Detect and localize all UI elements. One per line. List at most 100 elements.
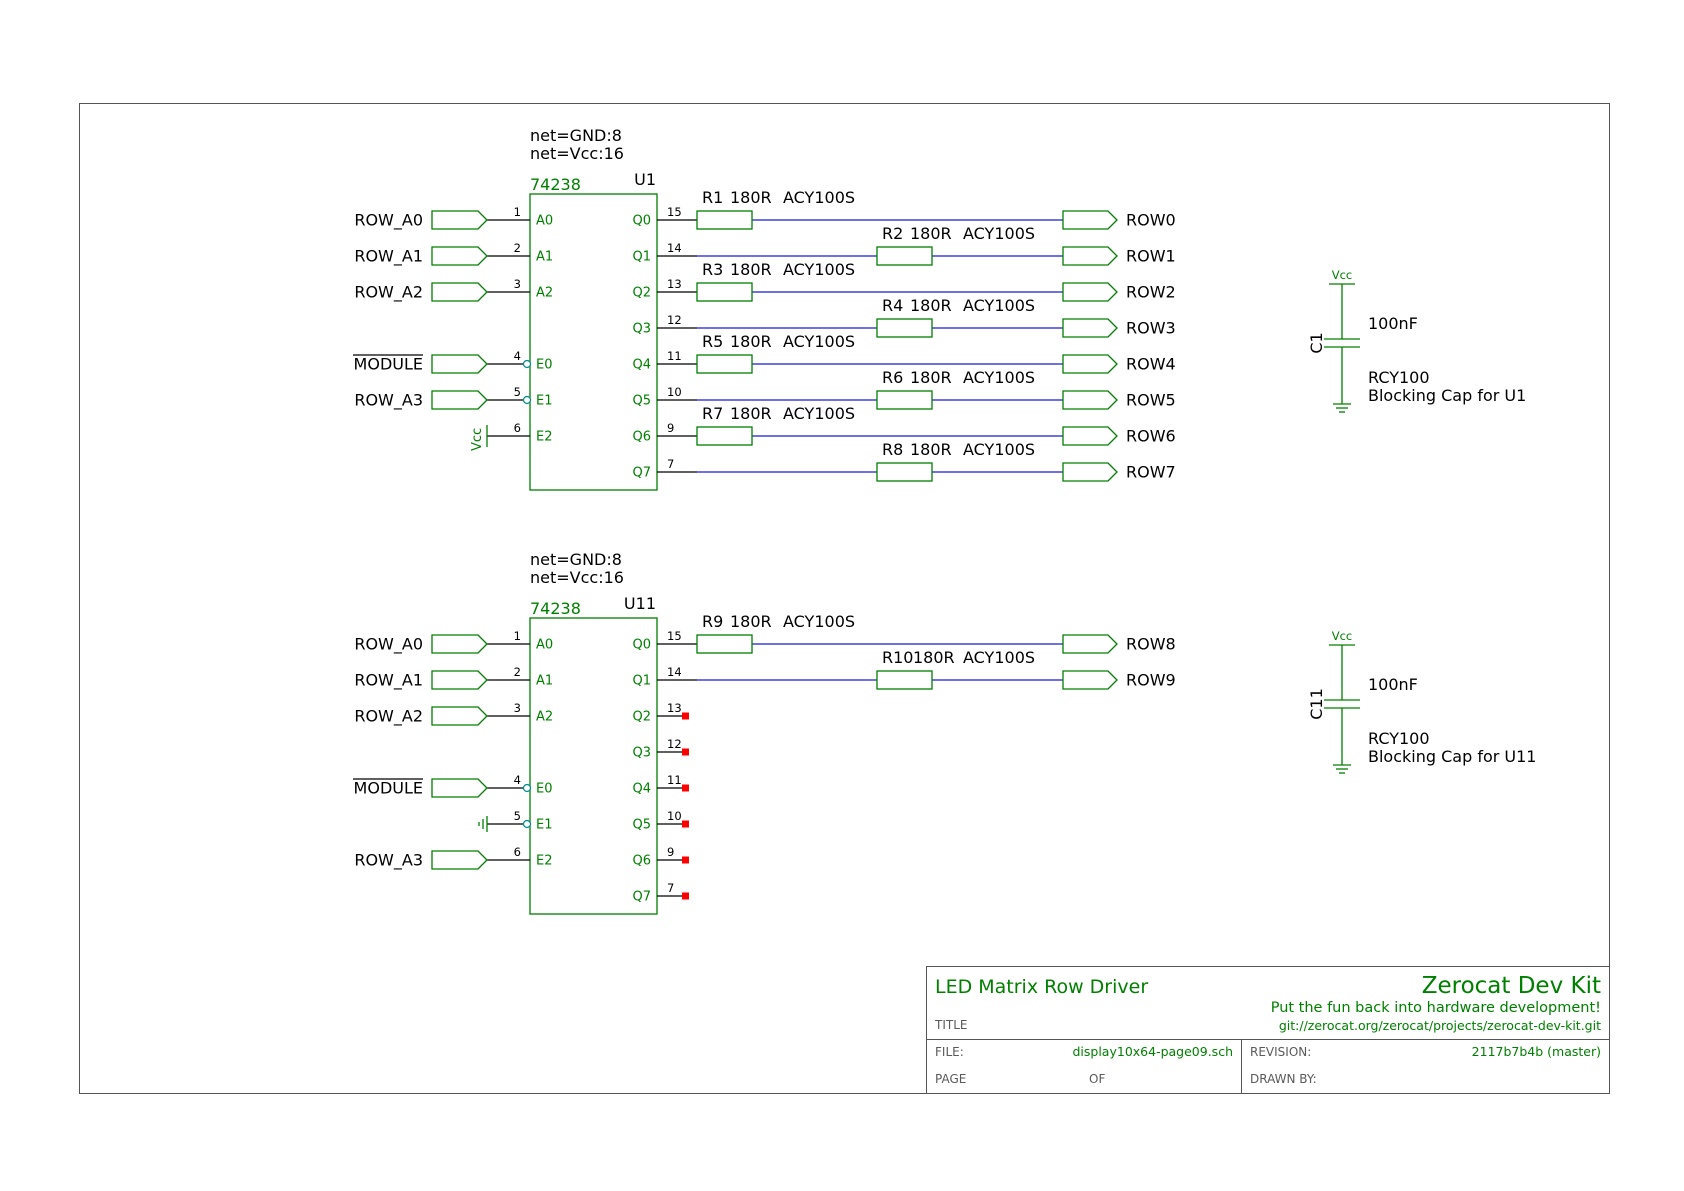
capacitor-package: RCY100 xyxy=(1368,368,1430,387)
u1-input-label: ROW_A3 xyxy=(354,391,423,411)
output-label-shape xyxy=(1062,462,1118,482)
u11-reference: U11 xyxy=(624,594,656,613)
resistor-value: 180R xyxy=(730,332,772,351)
u11-input-pin-name: A1 xyxy=(536,674,553,689)
resistor-r8 xyxy=(876,462,933,482)
output-label-shape xyxy=(1062,354,1118,374)
u1-output-pin-name: Q2 xyxy=(632,286,651,301)
u1-input-pin-number: 3 xyxy=(514,277,521,291)
u11-input-label: ROW_A2 xyxy=(354,707,423,727)
u1-input-pin-name: E0 xyxy=(536,358,553,373)
u1-output-pin-name: Q5 xyxy=(632,394,651,409)
resistor-package: ACY100S xyxy=(963,224,1035,243)
unconnected-pin-marker xyxy=(682,784,689,792)
u1-output-pin-name: Q4 xyxy=(632,358,651,373)
u1-output-pin-number: 12 xyxy=(667,313,682,327)
vcc-power-label: Vcc xyxy=(1332,268,1353,282)
title-block: LED Matrix Row Driver TITLE Zerocat Dev … xyxy=(926,966,1610,1094)
title-block-drawn-by-label: DRAWN BY: xyxy=(1250,1072,1317,1086)
title-block-file: display10x64-page09.sch xyxy=(1072,1044,1233,1059)
u1-part-value: 74238 xyxy=(530,175,581,194)
u11-net-note: net=GND:8 xyxy=(530,550,622,569)
u1-inversion-bubble xyxy=(522,395,532,405)
output-label-shape xyxy=(1062,426,1118,446)
title-block-title: LED Matrix Row Driver xyxy=(935,976,1148,998)
u1-output-pin-name: Q7 xyxy=(632,466,651,481)
u11-input-pin-number: 4 xyxy=(514,773,521,787)
output-label-shape xyxy=(1062,282,1118,302)
resistor-reference: R8 xyxy=(882,440,903,459)
u1-net-note: net=Vcc:16 xyxy=(530,144,624,163)
u1-reference: U1 xyxy=(634,170,656,189)
resistor-r10 xyxy=(876,670,933,690)
capacitor-value: 100nF xyxy=(1368,314,1418,333)
output-label: ROW0 xyxy=(1126,211,1176,230)
output-label-shape xyxy=(1062,670,1118,690)
u11-output-pin-name: Q5 xyxy=(632,818,651,833)
output-label: ROW9 xyxy=(1126,671,1176,690)
u1-input-pin-name: E2 xyxy=(536,430,553,445)
resistor-package: ACY100S xyxy=(783,612,855,631)
unconnected-pin-marker xyxy=(682,856,689,864)
u11-output-pin-name: Q0 xyxy=(632,638,651,653)
resistor-package: ACY100S xyxy=(783,260,855,279)
vcc-power-label: Vcc xyxy=(1332,629,1353,643)
resistor-reference: R4 xyxy=(882,296,903,315)
u11-input-label-shape xyxy=(431,706,488,726)
resistor-value: 180R xyxy=(730,188,772,207)
u11-input-label: ROW_A1 xyxy=(354,671,423,691)
unconnected-pin-marker xyxy=(682,820,689,828)
title-block-repo: git://zerocat.org/zerocat/projects/zeroc… xyxy=(1279,1018,1601,1033)
output-label: ROW2 xyxy=(1126,283,1176,302)
resistor-r5 xyxy=(696,354,753,374)
title-block-file-label: FILE: xyxy=(935,1045,964,1059)
u11-output-pin-name: Q2 xyxy=(632,710,651,725)
u1-input-pin-number: 2 xyxy=(514,241,521,255)
u11-input-label-shape xyxy=(431,850,488,870)
u11-output-pin-number: 9 xyxy=(667,845,674,859)
resistor-reference: R9 xyxy=(702,612,723,631)
resistor-r2 xyxy=(876,246,933,266)
title-block-company: Zerocat Dev Kit xyxy=(1422,973,1601,999)
output-label: ROW3 xyxy=(1126,319,1176,338)
u11-output-pin-number: 10 xyxy=(667,809,682,823)
u11-output-pin-name: Q4 xyxy=(632,782,651,797)
resistor-reference: R3 xyxy=(702,260,723,279)
resistor-r7 xyxy=(696,426,753,446)
resistor-value: 180R xyxy=(910,368,952,387)
capacitor-package: RCY100 xyxy=(1368,729,1430,748)
u11-input-pin-name: E0 xyxy=(536,782,553,797)
output-label: ROW7 xyxy=(1126,463,1176,482)
unconnected-pin-marker xyxy=(682,712,689,720)
u11-input-label: MODULE xyxy=(354,779,423,798)
capacitor-reference: C11 xyxy=(1307,688,1326,720)
u1-input-pin-number: 1 xyxy=(514,205,521,219)
unconnected-pin-marker xyxy=(682,892,689,900)
u1-output-pin-number: 9 xyxy=(667,421,674,435)
u11-output-pin-number: 15 xyxy=(667,629,682,643)
output-label: ROW8 xyxy=(1126,635,1176,654)
u1-input-label-shape xyxy=(431,282,488,302)
u1-input-label-shape xyxy=(431,390,488,410)
u11-input-pin-name: A2 xyxy=(536,710,553,725)
u11-input-label-shape xyxy=(431,670,488,690)
output-label: ROW6 xyxy=(1126,427,1176,446)
title-block-revision-label: REVISION: xyxy=(1250,1045,1311,1059)
resistor-r9 xyxy=(696,634,753,654)
resistor-package: ACY100S xyxy=(783,188,855,207)
output-label: ROW5 xyxy=(1126,391,1176,410)
resistor-package: ACY100S xyxy=(783,332,855,351)
u1-input-pin-name: A1 xyxy=(536,250,553,265)
resistor-value: 180R xyxy=(913,648,955,667)
resistor-package: ACY100S xyxy=(963,648,1035,667)
u1-input-pin-number: 6 xyxy=(514,421,521,435)
u1-input-label: ROW_A1 xyxy=(354,247,423,267)
u1-output-pin-number: 13 xyxy=(667,277,682,291)
resistor-reference: R6 xyxy=(882,368,903,387)
u1-input-pin-name: E1 xyxy=(536,394,553,409)
u11-inversion-bubble xyxy=(522,819,532,829)
title-block-revision: 2117b7b4b (master) xyxy=(1472,1044,1601,1059)
